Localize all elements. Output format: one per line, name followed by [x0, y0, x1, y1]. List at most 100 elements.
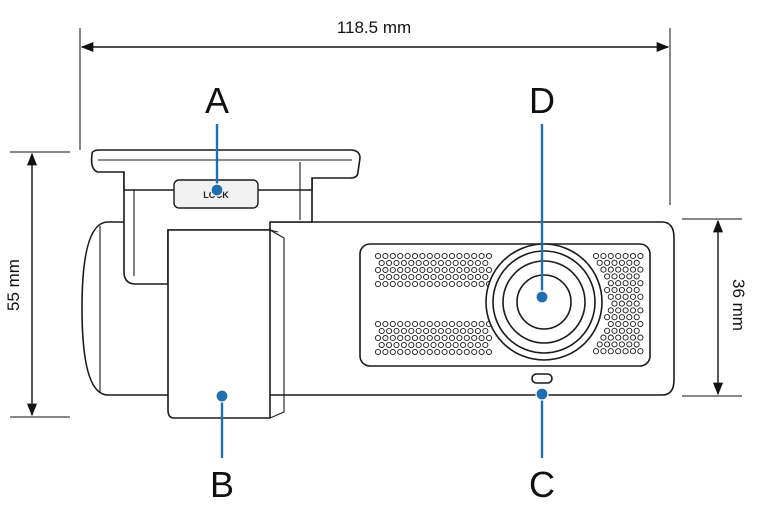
grille-hole	[382, 252, 389, 260]
grille-hole	[482, 259, 489, 267]
grille-hole	[448, 266, 456, 274]
grille-hole	[471, 280, 478, 288]
grille-hole	[629, 266, 637, 273]
grille-hole	[618, 314, 625, 321]
grille-hole	[411, 348, 419, 356]
grille-hole	[615, 252, 622, 260]
grille-hole	[382, 266, 389, 274]
grille-hole	[467, 273, 474, 281]
grille-hole	[434, 320, 441, 328]
grille-hole	[600, 348, 607, 355]
grille-hole	[397, 266, 404, 274]
grille-hole	[411, 252, 419, 260]
grille-hole	[397, 348, 404, 356]
grille-hole	[404, 348, 411, 356]
grille-hole	[460, 341, 467, 349]
grille-hole	[618, 327, 625, 334]
grille-hole	[441, 252, 448, 260]
grille-hole	[611, 327, 618, 334]
grille-hole	[404, 280, 411, 288]
grille-hole	[441, 348, 448, 356]
grille-hole	[615, 307, 622, 314]
grille-hole	[378, 341, 385, 349]
grille-hole	[397, 320, 404, 328]
grille-hole	[485, 252, 493, 260]
status-led	[531, 373, 553, 384]
grille-hole	[389, 280, 396, 288]
grille-hole	[604, 286, 611, 294]
grille-hole	[441, 280, 448, 288]
grille-hole	[615, 280, 622, 287]
grille-hole	[448, 334, 456, 342]
grille-hole	[611, 300, 618, 307]
grille-hole	[374, 320, 382, 328]
body-height-dimension: 36 mm	[682, 218, 748, 397]
grille-hole	[633, 300, 640, 307]
grille-hole	[622, 307, 629, 314]
grille-hole	[404, 334, 411, 342]
grille-hole	[400, 259, 407, 267]
grille-hole	[430, 327, 437, 335]
grille-hole	[404, 266, 411, 274]
width-label: 118.5 mm	[337, 18, 411, 37]
grille-hole	[607, 307, 614, 314]
grille-hole	[629, 334, 637, 341]
grille-hole	[445, 341, 452, 349]
grille-hole	[637, 307, 644, 314]
grille-hole	[382, 320, 389, 328]
grille-hole	[460, 327, 467, 335]
grille-hole	[622, 266, 629, 273]
grille-hole	[389, 266, 396, 274]
grille-hole	[622, 334, 629, 341]
grille-hole	[467, 259, 474, 267]
grille-hole	[386, 273, 393, 281]
grille-hole	[474, 259, 481, 267]
grille-hole	[456, 266, 463, 274]
grille-hole	[604, 327, 611, 334]
grille-hole	[419, 266, 426, 274]
callout-a-letter: A	[205, 80, 229, 121]
grille-hole	[389, 334, 396, 342]
sleeve-band	[167, 229, 271, 419]
grille-hole	[633, 341, 640, 348]
grille-hole	[452, 259, 459, 267]
grille-hole	[604, 341, 611, 348]
callout-c-letter: C	[529, 464, 555, 505]
callout-a: A	[205, 80, 229, 197]
grille-hole	[411, 320, 419, 328]
grille-hole	[448, 280, 456, 288]
grille-hole	[382, 348, 389, 356]
grille-hole	[378, 273, 385, 281]
grille-hole	[600, 266, 607, 273]
grille-hole	[437, 327, 444, 335]
grille-hole	[615, 348, 622, 355]
grille-hole	[622, 293, 629, 300]
grille-hole	[471, 266, 478, 274]
grille-hole	[629, 320, 637, 328]
grille-hole	[637, 348, 644, 355]
grille-hole	[637, 252, 644, 260]
grille-hole	[389, 320, 396, 328]
grille-hole	[400, 273, 407, 281]
grille-hole	[445, 259, 452, 267]
grille-hole	[626, 341, 633, 348]
grille-hole	[607, 252, 614, 260]
grille-hole	[467, 341, 474, 349]
grille-hole	[637, 320, 644, 328]
callout-b-letter: B	[210, 464, 234, 505]
grille-hole	[478, 266, 485, 274]
grille-hole	[393, 327, 400, 335]
grille-hole	[408, 273, 415, 281]
grille-hole	[485, 266, 493, 274]
grille-hole	[463, 320, 470, 328]
grille-hole	[415, 341, 422, 349]
grille-hole	[607, 293, 614, 300]
callout-d: D	[529, 80, 555, 304]
grille-hole	[471, 334, 478, 342]
grille-hole	[456, 334, 463, 342]
grille-hole	[374, 348, 382, 356]
grille-hole	[482, 273, 489, 281]
speaker-grille-left-bottom	[374, 320, 493, 356]
grille-hole	[604, 314, 611, 321]
grille-hole	[393, 273, 400, 281]
